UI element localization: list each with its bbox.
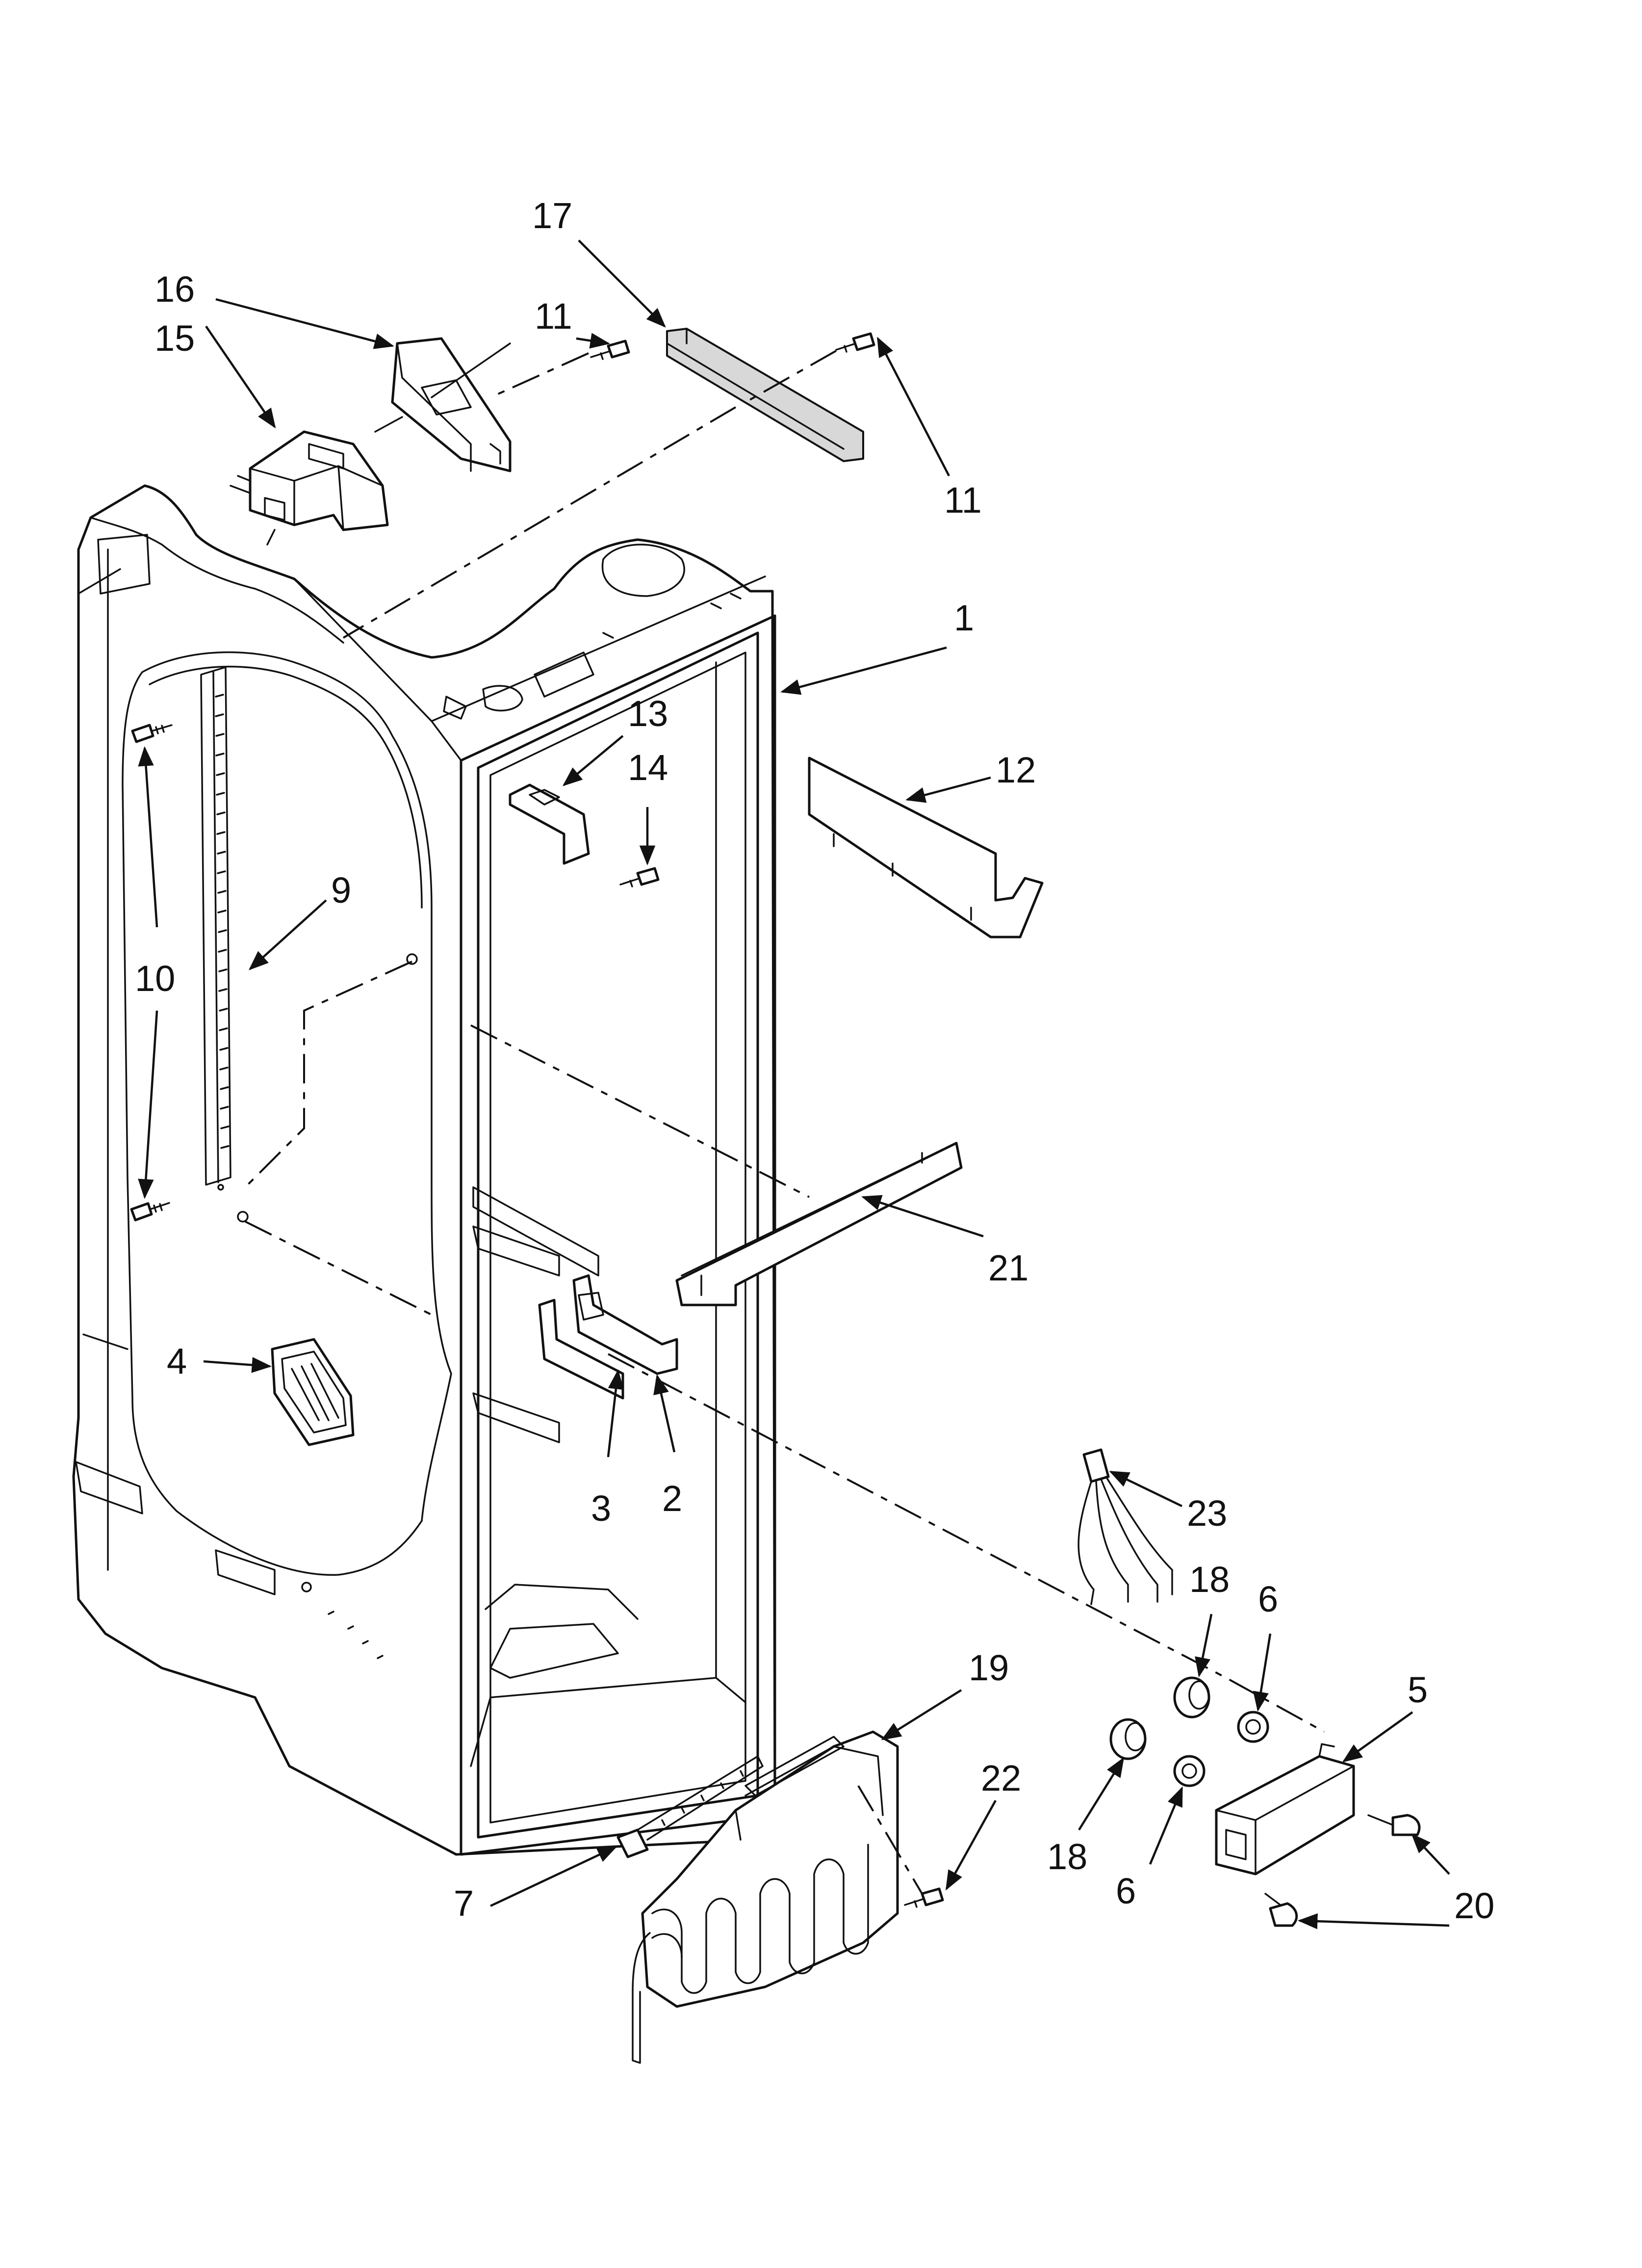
light-shield	[271, 1338, 355, 1446]
callout-6-lower: 6	[1116, 1871, 1136, 1911]
cable-tie	[616, 1755, 764, 1858]
shelf-screw-upper	[131, 724, 173, 743]
callout-11-upper-left: 11	[535, 296, 572, 337]
screw-upper-right	[835, 332, 875, 353]
screw-upper-left	[590, 339, 630, 360]
control-box	[1215, 1743, 1355, 1876]
control-housing	[230, 430, 389, 546]
callout-19: 19	[969, 1647, 1009, 1688]
wire-harness	[1078, 1448, 1173, 1605]
callout-6-upper: 6	[1258, 1579, 1278, 1619]
callout-3: 3	[591, 1488, 611, 1529]
top-trim-strip	[666, 328, 864, 462]
callout-22: 22	[981, 1758, 1021, 1799]
mounting-bracket	[509, 783, 590, 865]
refrigerator-liner	[72, 484, 776, 1856]
evaporator-coil	[632, 1730, 899, 2064]
callout-20: 20	[1454, 1885, 1494, 1926]
bracket-screw	[619, 867, 660, 887]
callout-7: 7	[454, 1883, 474, 1924]
shelf-support-2	[572, 1274, 678, 1375]
push-pin-lower	[1264, 1893, 1298, 1927]
housing-bracket	[374, 337, 512, 472]
control-knob-upper	[1173, 1676, 1210, 1719]
callout-13: 13	[628, 693, 668, 734]
coil-screw	[904, 1887, 944, 1908]
callout-23: 23	[1187, 1493, 1227, 1534]
cross-rail	[675, 1142, 963, 1306]
push-pin-upper	[1367, 1814, 1421, 1836]
callout-4: 4	[167, 1341, 187, 1382]
callout-5: 5	[1408, 1669, 1428, 1710]
callout-10: 10	[135, 958, 175, 999]
callout-16: 16	[154, 269, 195, 310]
callout-9: 9	[331, 870, 351, 911]
callout-11-upper-right: 11	[944, 480, 982, 521]
callout-labels: 17 16 11 15 11 1 13 14 12 9 10 21 4 3 2 …	[135, 195, 1494, 1926]
callout-1: 1	[954, 598, 974, 638]
callout-12: 12	[996, 750, 1036, 790]
shelf-ladder-rail	[200, 666, 231, 1186]
thermostat-upper	[1237, 1711, 1269, 1743]
callout-leaders	[138, 239, 1450, 1929]
callout-17: 17	[532, 195, 572, 236]
callout-21: 21	[988, 1248, 1028, 1288]
callout-18-upper: 18	[1189, 1559, 1230, 1600]
callout-15: 15	[154, 318, 195, 359]
control-knob-lower	[1109, 1718, 1147, 1760]
shelf-screw-lower	[130, 1202, 170, 1222]
callout-14: 14	[628, 747, 668, 788]
callout-18-lower: 18	[1047, 1836, 1087, 1877]
alignment-lines	[244, 350, 1325, 1895]
callout-2: 2	[662, 1478, 682, 1519]
crisper-channel	[808, 756, 1044, 938]
thermostat-lower	[1173, 1755, 1206, 1787]
